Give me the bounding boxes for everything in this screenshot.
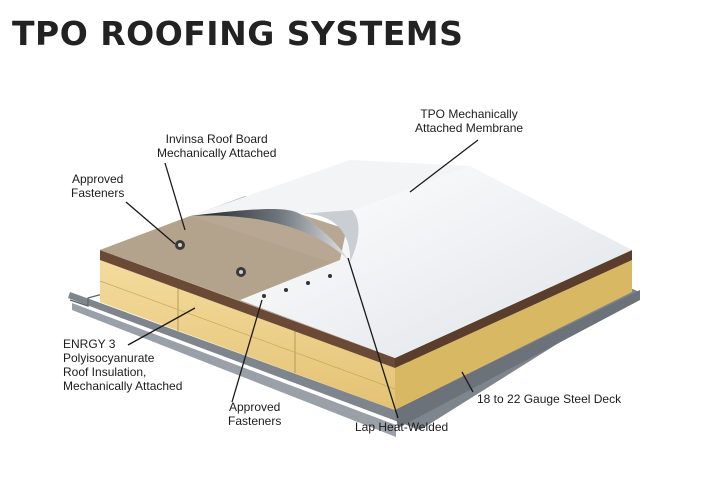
insulation-layer: [99, 260, 632, 410]
label-line: Approved: [71, 172, 124, 186]
leader-lines: [125, 139, 479, 419]
label-fasteners-bottom: Approved Fasteners: [228, 400, 281, 428]
label-tpo-membrane: TPO Mechanically Attached Membrane: [415, 107, 523, 135]
label-line: Lap Heat-Welded: [355, 420, 449, 434]
label-insulation: ENRGY 3 Polyisocyanurate Roof Insulation…: [63, 337, 182, 393]
label-line: Attached Membrane: [415, 121, 524, 135]
label-line: TPO Mechanically: [420, 107, 518, 121]
tpo-membrane: [190, 160, 632, 358]
label-line: Approved: [228, 400, 281, 414]
label-roof-board: Invinsa Roof Board Mechanically Attached: [157, 132, 276, 160]
label-line: Fasteners: [228, 414, 282, 428]
label-line: ENRGY 3: [63, 337, 116, 351]
label-line: Invinsa Roof Board: [165, 132, 268, 146]
brown-band: [100, 250, 632, 368]
label-line: Fasteners: [71, 186, 125, 200]
label-line: Mechanically Attached: [63, 379, 183, 393]
label-steel-deck: 18 to 22 Gauge Steel Deck: [477, 392, 621, 406]
page-title: TPO ROOFING SYSTEMS: [12, 14, 464, 53]
label-line: Roof Insulation,: [63, 365, 147, 379]
label-line: Mechanically Attached: [157, 146, 277, 160]
label-lap-weld: Lap Heat-Welded: [355, 420, 448, 434]
label-line: Polyisocyanurate: [63, 351, 155, 365]
label-line: 18 to 22 Gauge Steel Deck: [477, 392, 622, 406]
fasteners: [175, 240, 332, 298]
label-fasteners-top: Approved Fasteners: [71, 172, 124, 200]
